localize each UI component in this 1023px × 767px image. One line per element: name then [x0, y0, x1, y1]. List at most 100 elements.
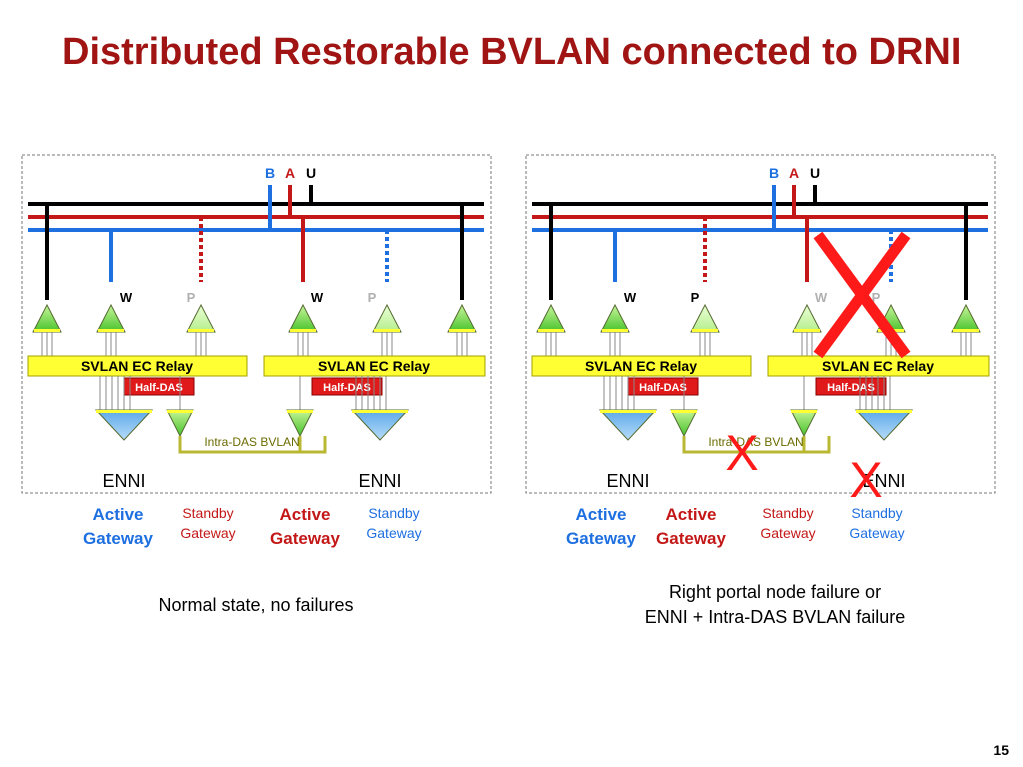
panel-right-half-das-left-label: Half-DAS [639, 382, 687, 394]
panel-right-half-das-right [815, 377, 887, 396]
panel-left-das-tri-left [166, 409, 194, 438]
panel-right-relay-right-label: SVLAN EC Relay [822, 358, 934, 374]
panel-left-p-label-2: P [368, 290, 377, 305]
panel-right-gateway-4-line1: Standby [851, 505, 902, 521]
panel-left-port-tri-5 [372, 303, 402, 333]
panel-right-relay-left-label: SVLAN EC Relay [585, 358, 697, 374]
panel-left-p-label-1: P [187, 290, 196, 305]
panel-right-gateway-2-line2: Gateway [656, 529, 726, 548]
panel-right-port-tri-4-band [794, 329, 820, 332]
panel-right-failure-enni: X [849, 452, 882, 508]
panel-right-intra-das-link [682, 436, 831, 454]
panel-right-w-label-1: W [624, 290, 637, 305]
panel-right-port-tri-3 [690, 303, 720, 333]
panel-left-port-tri-1 [32, 303, 62, 333]
page-number: 15 [993, 742, 1009, 758]
panel-right-enni-tri-left [598, 409, 658, 441]
panel-right-das-tri-left-band [671, 410, 697, 413]
panel-right-gateway-2-line1: Active [665, 505, 716, 524]
panel-left-port-tri-2 [96, 303, 126, 333]
panel-left-intra-das-link [178, 436, 327, 454]
panel-left-half-das-left-label: Half-DAS [135, 382, 183, 394]
panel-right-intra-das-label: Intra-DAS BVLAN [708, 435, 803, 449]
panel-right-gateway-1-line2: Gateway [566, 529, 636, 548]
panel-right-enni-right-label: ENNI [862, 471, 905, 491]
panel-left-gateway-2-line2: Gateway [180, 525, 235, 541]
panel-left-enni-tri-right [350, 409, 410, 441]
panel-left-port-tri-3-band [188, 329, 214, 332]
panel-right-w-label-2: W [815, 290, 828, 305]
panel-left-label-a: A [285, 165, 295, 181]
panel-right-port-tri-3-band [692, 329, 718, 332]
panel-right-port-tri-1 [536, 303, 566, 333]
panel-left-w-label-1: W [120, 290, 133, 305]
panel-right-label-a: A [789, 165, 799, 181]
panel-left-gateway-1-line1: Active [92, 505, 143, 524]
panel-left-gateway-3-line2: Gateway [270, 529, 340, 548]
panel-right-p-label-2: P [872, 290, 881, 305]
panel-left-enni-tri-left [94, 409, 154, 441]
panel-right-enni-left-label: ENNI [606, 471, 649, 491]
caption-right-line2: ENNI + Intra-DAS BVLAN failure [644, 607, 906, 627]
panel-left-label-b: B [265, 165, 275, 181]
caption-right-line1: Right portal node failure or [668, 582, 882, 602]
panel-left-half-das-right [311, 377, 383, 396]
panel-left-das-tri-right-band [287, 410, 313, 413]
panel-left-port-tri-6-band [449, 329, 475, 332]
panel-right-gateway-3-line1: Standby [762, 505, 813, 521]
panel-left-label-u: U [306, 165, 316, 181]
panel-left-enni-right-label: ENNI [358, 471, 401, 491]
panel-right-das-tri-right-band [791, 410, 817, 413]
panel-right-enni-tri-right [854, 409, 914, 441]
panel-left-frame [21, 154, 492, 494]
page-title: Distributed Restorable BVLAN connected t… [62, 31, 962, 73]
panel-left-relay-right-label: SVLAN EC Relay [318, 358, 430, 374]
panel-left-gateway-3-line1: Active [279, 505, 330, 524]
panel-left-gateway-1-line2: Gateway [83, 529, 153, 548]
panel-right-gateway-4-line2: Gateway [849, 525, 904, 541]
panel-right-frame [525, 154, 996, 494]
caption-left: Normal state, no failures [158, 595, 354, 615]
panel-right-failure-intra-das: X [725, 425, 758, 481]
panel-left-w-label-2: W [311, 290, 324, 305]
panel-right-label-b: B [769, 165, 779, 181]
panel-right-failure-node-stroke2 [813, 231, 911, 359]
panel-right-enni-tri-right-band [856, 410, 912, 413]
panel-left-relay-left-label: SVLAN EC Relay [81, 358, 193, 374]
panel-left-intra-das-label: Intra-DAS BVLAN [204, 435, 299, 449]
panel-left-port-tri-6 [447, 303, 477, 333]
panel-right-enni-tri-left-band [600, 410, 656, 413]
panel-right-p-label-1: P [691, 290, 700, 305]
panel-left-enni-tri-left-band [96, 410, 152, 413]
panel-right-port-tri-6 [951, 303, 981, 333]
panel-right-das-tri-left [670, 409, 698, 438]
panel-right-gateway-1-line1: Active [575, 505, 626, 524]
panel-left-port-tri-1-band [34, 329, 60, 332]
panel-left-enni-tri-right-band [352, 410, 408, 413]
panel-right-relay-left [531, 355, 752, 377]
panel-right-failure-node [813, 231, 911, 359]
panel-left-port-tri-4 [288, 303, 318, 333]
panel-right-port-tri-6-band [953, 329, 979, 332]
panel-left-relay-left [27, 355, 248, 377]
panel-right-gateway-3-line2: Gateway [760, 525, 815, 541]
panel-left-port-tri-2-band [98, 329, 124, 332]
panel-right-port-tri-2 [600, 303, 630, 333]
panel-left-enni-left-label: ENNI [102, 471, 145, 491]
panel-right-half-das-right-label: Half-DAS [827, 382, 875, 394]
panel-left-das-tri-right [286, 409, 314, 438]
panel-left-port-tri-4-band [290, 329, 316, 332]
panel-right-label-u: U [810, 165, 820, 181]
panel-right-port-tri-1-band [538, 329, 564, 332]
panel-right-das-tri-right [790, 409, 818, 438]
panel-left-port-tri-3 [186, 303, 216, 333]
panel-right-port-tri-4 [792, 303, 822, 333]
panel-left-half-das-right-label: Half-DAS [323, 382, 371, 394]
panel-left-gateway-4-line1: Standby [368, 505, 419, 521]
panel-right-port-tri-2-band [602, 329, 628, 332]
panel-left-gateway-4-line2: Gateway [366, 525, 421, 541]
panel-left-das-tri-left-band [167, 410, 193, 413]
